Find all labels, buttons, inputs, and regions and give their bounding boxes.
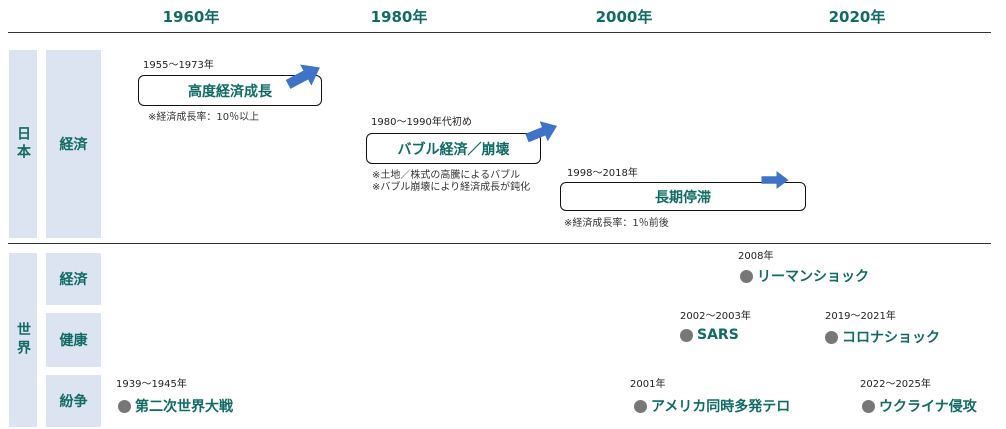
header-divider [8, 32, 991, 33]
event-name: SARS [697, 327, 739, 343]
event-lehman: リーマンショック [740, 266, 869, 286]
event-period: 1939〜1945年 [116, 379, 187, 390]
event-period: 2022〜2025年 [860, 379, 931, 390]
era-note: ※バブル崩壊により経済成長が鈍化 [372, 182, 531, 193]
bullet-dot-icon [634, 399, 647, 413]
region-label-japan: 日本 [9, 50, 37, 238]
event-911: アメリカ同時多発テロ [634, 396, 790, 416]
event-period: 2019〜2021年 [825, 311, 896, 322]
arrow-right-icon [761, 171, 789, 189]
arrow-up-right-icon [285, 64, 320, 89]
bullet-dot-icon [740, 269, 753, 283]
era-period: 1980〜1990年代初め [371, 117, 472, 128]
event-corona: コロナショック [825, 327, 940, 347]
bullet-dot-icon [680, 328, 693, 342]
event-ukraine: ウクライナ侵攻 [862, 396, 977, 416]
event-name: コロナショック [842, 330, 940, 346]
region-label-world: 世界 [9, 253, 37, 427]
year-label-2020: 2020年 [828, 8, 886, 26]
category-label-world-economy: 経済 [46, 253, 101, 305]
bullet-dot-icon [862, 399, 875, 413]
event-period: 2008年 [738, 251, 774, 262]
category-label-world-conflict: 紛争 [46, 375, 101, 427]
event-name: リーマンショック [757, 269, 869, 285]
event-period: 2001年 [630, 379, 666, 390]
year-label-2000: 2000年 [595, 8, 653, 26]
era-note: ※経済成長率：1％前後 [564, 218, 669, 229]
arrow-up-right-icon [525, 121, 558, 143]
era-note: ※経済成長率：10％以上 [148, 112, 260, 123]
section-divider [8, 243, 991, 244]
category-label-world-health: 健康 [46, 313, 101, 367]
era-box-bubble: バブル経済／崩壊 [366, 133, 541, 164]
event-period: 2002〜2003年 [680, 311, 751, 322]
year-label-1960: 1960年 [162, 8, 220, 26]
category-label-japan-economy: 経済 [46, 50, 101, 238]
era-period: 1998〜2018年 [567, 168, 638, 179]
event-name: アメリカ同時多発テロ [651, 399, 791, 415]
event-ww2: 第二次世界大戦 [118, 396, 233, 416]
era-box-stagnation: 長期停滞 [560, 182, 806, 211]
era-period: 1955〜1973年 [143, 60, 214, 71]
event-name: ウクライナ侵攻 [879, 399, 977, 415]
bullet-dot-icon [825, 330, 838, 344]
event-name: 第二次世界大戦 [135, 399, 233, 415]
event-sars: SARS [680, 327, 739, 343]
year-label-1980: 1980年 [370, 8, 428, 26]
era-note: ※土地／株式の高騰によるバブル [372, 170, 521, 181]
bullet-dot-icon [118, 399, 131, 413]
